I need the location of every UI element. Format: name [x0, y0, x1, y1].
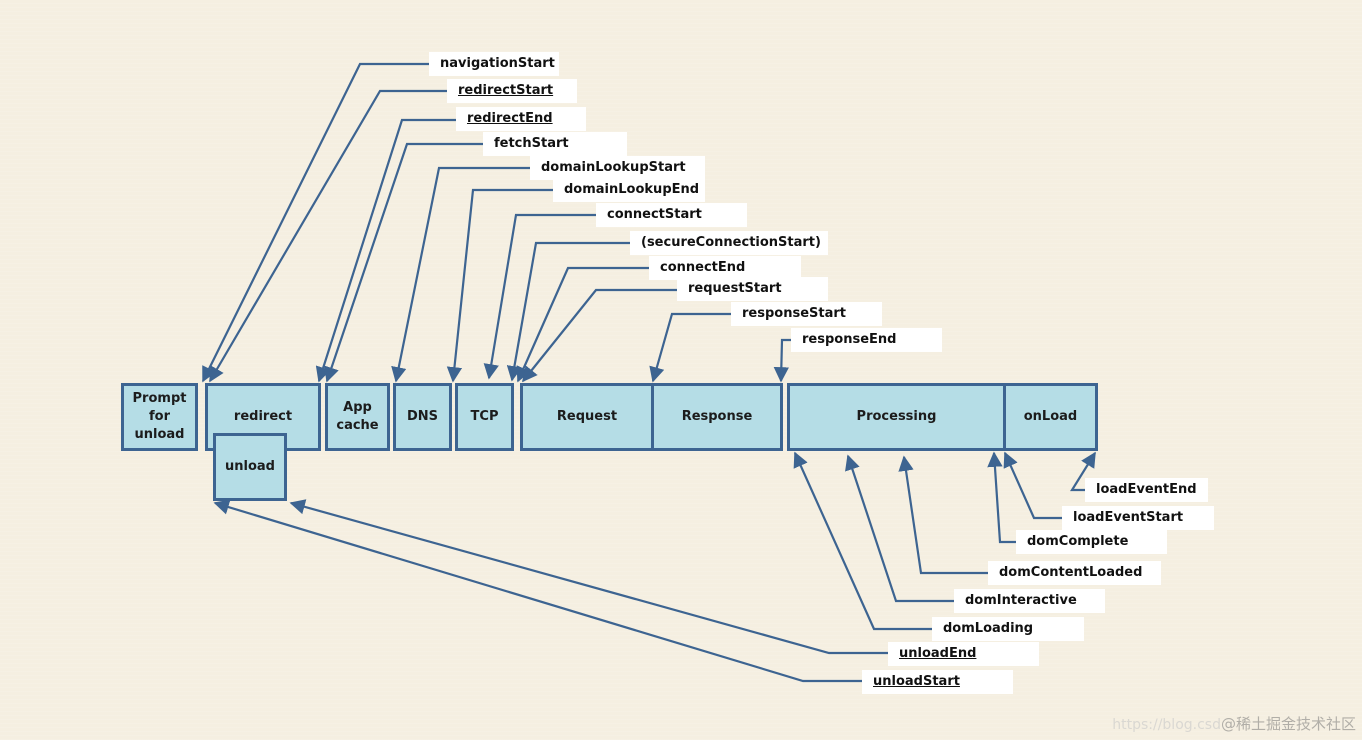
label-text: (secureConnectionStart) — [641, 235, 821, 250]
phase-label: TCP — [470, 409, 499, 424]
label-load-event-start: loadEventStart — [1062, 506, 1214, 530]
connector-redirect-end — [315, 118, 456, 383]
label-navigation-start: navigationStart — [429, 52, 559, 76]
connector-request-start — [522, 288, 677, 383]
label-text: connectEnd — [660, 260, 746, 275]
phase-label: redirect — [233, 409, 293, 424]
phase-dns: DNS — [393, 383, 452, 451]
phase-label: unload — [225, 459, 275, 474]
label-response-start: responseStart — [731, 302, 882, 326]
label-fetch-start: fetchStart — [483, 132, 627, 156]
label-text: requestStart — [688, 281, 782, 296]
phase-processing: Processing — [787, 383, 1006, 451]
phase-label: Processing — [856, 409, 937, 424]
phase-tcp: TCP — [455, 383, 514, 451]
connector-dom-interactive — [845, 454, 954, 603]
label-connect-start: connectStart — [596, 203, 747, 227]
label-dom-interactive: domInteractive — [954, 589, 1105, 613]
label-text: domInteractive — [965, 593, 1077, 608]
label-redirect-start: redirectStart — [447, 79, 577, 103]
connector-dom-complete — [987, 451, 1016, 544]
connector-secure-connection-start — [506, 241, 630, 382]
connector-load-event-start — [1003, 451, 1062, 520]
label-unload-end: unloadEnd — [888, 642, 1039, 666]
label-connect-end: connectEnd — [649, 256, 801, 280]
label-domain-lookup-start: domainLookupStart — [530, 156, 705, 180]
label-text: responseStart — [742, 306, 846, 321]
connector-fetch-start — [324, 142, 483, 383]
label-load-event-end: loadEventEnd — [1085, 478, 1208, 502]
label-text: fetchStart — [494, 136, 569, 151]
connector-load-event-end — [1070, 451, 1096, 492]
connector-dom-loading — [793, 451, 932, 631]
label-text: navigationStart — [440, 56, 555, 71]
connector-domain-lookup-end — [446, 188, 553, 383]
label-text: responseEnd — [802, 332, 897, 347]
phase-label: Response — [681, 409, 753, 424]
label-domain-lookup-end: domainLookupEnd — [553, 178, 705, 202]
watermark-text: @稀土掘金技术社区 — [1220, 715, 1356, 733]
phase-request: Request — [520, 383, 654, 451]
label-text: redirectEnd — [467, 111, 553, 126]
label-text: loadEventStart — [1073, 510, 1184, 525]
connector-response-start — [649, 312, 731, 383]
label-text: unloadStart — [873, 674, 960, 689]
label-text: domComplete — [1027, 534, 1129, 549]
label-text: redirectStart — [458, 83, 554, 98]
label-text: domContentLoaded — [999, 565, 1143, 580]
connector-connect-start — [483, 213, 596, 380]
connector-dom-content-loaded — [898, 455, 988, 575]
connector-connect-end — [516, 266, 649, 383]
label-dom-content-loaded: domContentLoaded — [988, 561, 1161, 585]
phase-label: onLoad — [1023, 409, 1078, 424]
connector-navigation-start — [202, 62, 429, 383]
label-text: domainLookupStart — [541, 160, 686, 175]
label-text: domainLookupEnd — [564, 182, 700, 197]
connector-unload-end — [289, 499, 888, 655]
label-response-end: responseEnd — [791, 328, 942, 352]
phase-unload: unload — [213, 433, 287, 501]
watermark: https://blog.csd@稀土掘金技术社区 — [1112, 713, 1356, 734]
label-text: unloadEnd — [899, 646, 977, 661]
phase-onload: onLoad — [1003, 383, 1098, 451]
label-secure-connection-start: (secureConnectionStart) — [630, 231, 828, 255]
label-dom-complete: domComplete — [1016, 530, 1167, 554]
connector-unload-start — [213, 499, 862, 683]
connector-redirect-start — [209, 89, 447, 383]
phase-response: Response — [651, 383, 783, 451]
label-dom-loading: domLoading — [932, 617, 1084, 641]
label-redirect-end: redirectEnd — [456, 107, 586, 131]
label-text: connectStart — [607, 207, 702, 222]
label-request-start: requestStart — [677, 277, 828, 301]
connector-domain-lookup-start — [391, 166, 530, 383]
watermark-url: https://blog.csd — [1112, 717, 1221, 733]
label-text: domLoading — [943, 621, 1034, 636]
phase-label: DNS — [406, 409, 439, 424]
connector-response-end — [773, 338, 791, 383]
label-text: loadEventEnd — [1096, 482, 1197, 497]
label-unload-start: unloadStart — [862, 670, 1013, 694]
phase-label: Request — [556, 409, 618, 424]
